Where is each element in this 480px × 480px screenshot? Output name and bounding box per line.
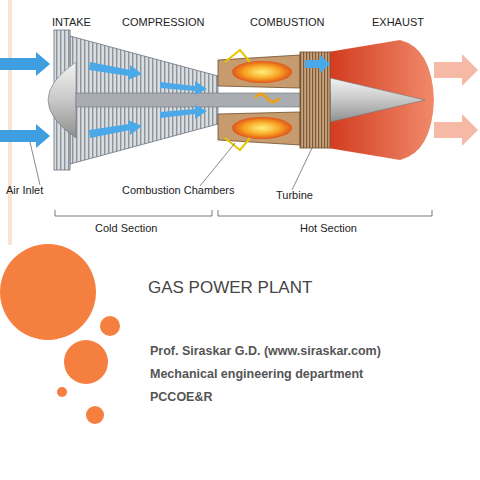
author-line: Prof. Siraskar G.D. (www.siraskar.com)	[150, 344, 381, 358]
stage-label: COMBUSTION	[250, 16, 325, 29]
leader-line	[292, 148, 312, 190]
author-line: Mechanical engineering department	[150, 367, 363, 381]
exhaust-nozzle	[328, 40, 434, 160]
leader-line	[200, 143, 235, 186]
section-bracket	[218, 210, 432, 216]
part-label: Turbine	[276, 189, 313, 202]
stage-label: COMPRESSION	[122, 16, 205, 29]
image-background	[0, 0, 480, 245]
edge-strip	[8, 0, 12, 245]
fuel-line	[225, 138, 250, 150]
exhaust-cone	[330, 78, 425, 122]
air-arrow	[0, 52, 50, 76]
air-arrow	[89, 62, 142, 80]
fuel-line	[225, 50, 250, 62]
author-line: PCCOE&R	[150, 390, 213, 404]
stage-label: EXHAUST	[372, 16, 424, 29]
air-arrow	[160, 105, 207, 119]
exhaust-arrow	[434, 114, 478, 146]
stage-label: INTAKE	[52, 16, 91, 29]
part-label: Combustion Chambers	[122, 184, 235, 197]
leader-line	[30, 142, 40, 185]
combustion-chamber	[218, 55, 300, 88]
section-label: Cold Section	[95, 222, 157, 235]
part-label: Air Inlet	[6, 184, 43, 197]
hot-gas-arrow	[255, 94, 279, 102]
section-label: Hot Section	[300, 222, 357, 235]
turbine	[300, 52, 330, 148]
nose-cone	[48, 62, 76, 138]
air-arrow	[0, 124, 50, 148]
exhaust-arrow	[434, 54, 478, 86]
decor-circle	[0, 244, 96, 340]
air-arrow	[89, 120, 142, 138]
decor-circle	[86, 406, 104, 424]
decor-circle	[57, 387, 67, 397]
section-bracket	[55, 210, 212, 216]
shaft	[76, 93, 330, 107]
decor-circle	[64, 340, 108, 384]
air-arrow	[160, 81, 207, 95]
combustion-chamber	[218, 112, 300, 145]
flame	[232, 61, 292, 83]
flame	[232, 117, 292, 139]
slide-title: GAS POWER PLANT	[148, 278, 312, 298]
decor-circle	[100, 316, 120, 336]
gas-arrow	[305, 55, 330, 73]
